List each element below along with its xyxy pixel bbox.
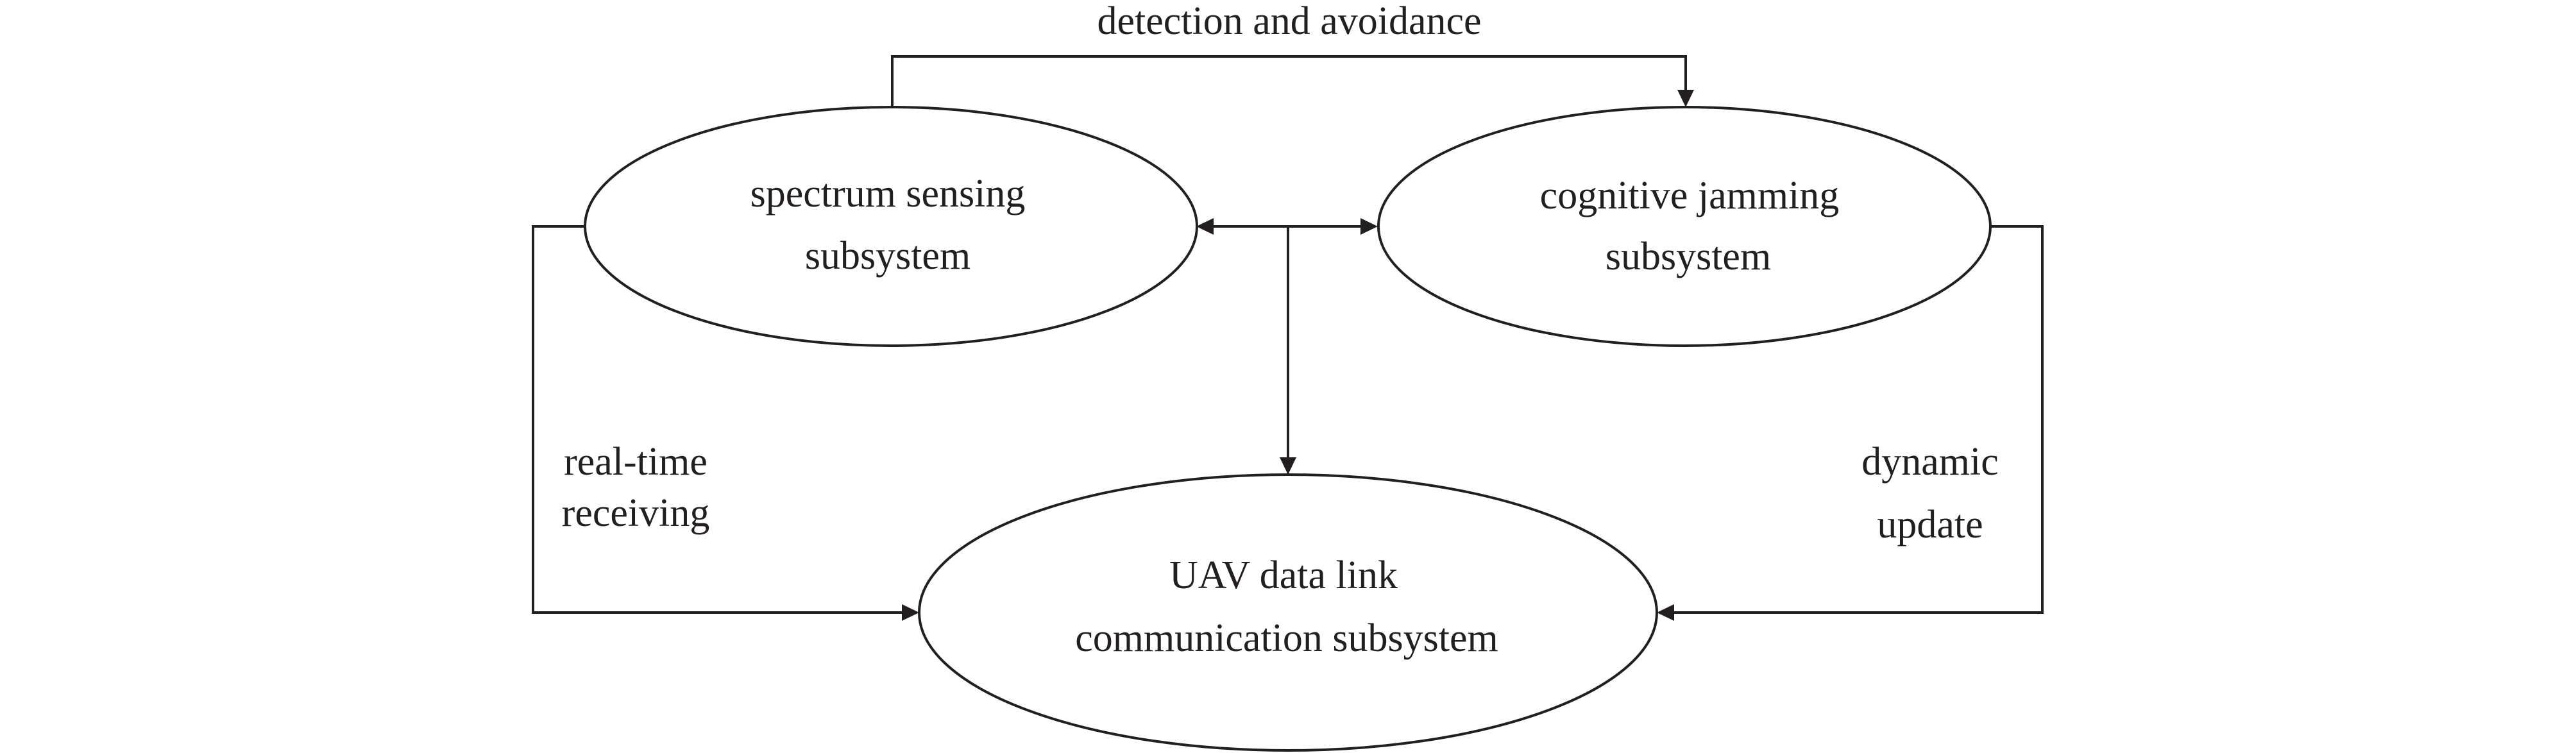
edge-bidirectional [1196, 218, 1378, 475]
cognitive-jamming-label-line-1: cognitive jamming [1540, 174, 1840, 217]
dynamic-update-connector-line [1674, 225, 2044, 614]
arrowhead-down-icon [1677, 90, 1694, 107]
arrowhead-right-icon [902, 604, 919, 621]
spectrum-sensing-label-line-2: subsystem [805, 234, 970, 278]
edge-detection-and-avoidance: detection and avoidance [891, 0, 1694, 107]
node-spectrum-sensing-subsystem: spectrum sensing subsystem [584, 106, 1198, 347]
dynamic-label: dynamic [1861, 440, 1999, 484]
update-label: update [1877, 503, 1983, 546]
spectrum-sensing-ellipse [584, 106, 1198, 347]
node-cognitive-jamming-subsystem: cognitive jamming subsystem [1377, 106, 1992, 347]
uav-data-link-ellipse [918, 473, 1658, 752]
uav-data-link-label-line-2: communication subsystem [1075, 616, 1498, 660]
arrowhead-left-icon [1196, 218, 1214, 235]
uav-data-link-label-line-1: UAV data link [1169, 554, 1398, 597]
node-uav-data-link-communication-subsystem: UAV data link communication subsystem [918, 473, 1658, 752]
dynamic-label-line-2: update [1877, 503, 1983, 546]
real-time-connector-line [532, 225, 902, 614]
receiving-label: receiving [562, 491, 710, 535]
dynamic-label-line-1: dynamic [1861, 440, 1999, 484]
arrowhead-left-icon [1657, 604, 1674, 621]
real-time-label-line-1: real-time [564, 440, 708, 484]
arrowhead-down-icon [1280, 457, 1296, 475]
cognitive-jamming-ellipse [1377, 106, 1992, 347]
spectrum-sensing-label-line-1: spectrum sensing [750, 172, 1026, 216]
detection-and-avoidance-label: detection and avoidance [1097, 0, 1481, 43]
arrowhead-right-icon [1360, 218, 1378, 235]
real-time-label: real-time [564, 440, 708, 484]
edge-dynamic-update: dynamic update [1657, 225, 2044, 621]
edge-real-time-receiving: real-time receiving [532, 225, 919, 621]
cognitive-jamming-label-line-2: subsystem [1606, 235, 1771, 278]
real-time-label-line-2: receiving [562, 491, 710, 535]
detection-connector-line [891, 55, 1687, 107]
